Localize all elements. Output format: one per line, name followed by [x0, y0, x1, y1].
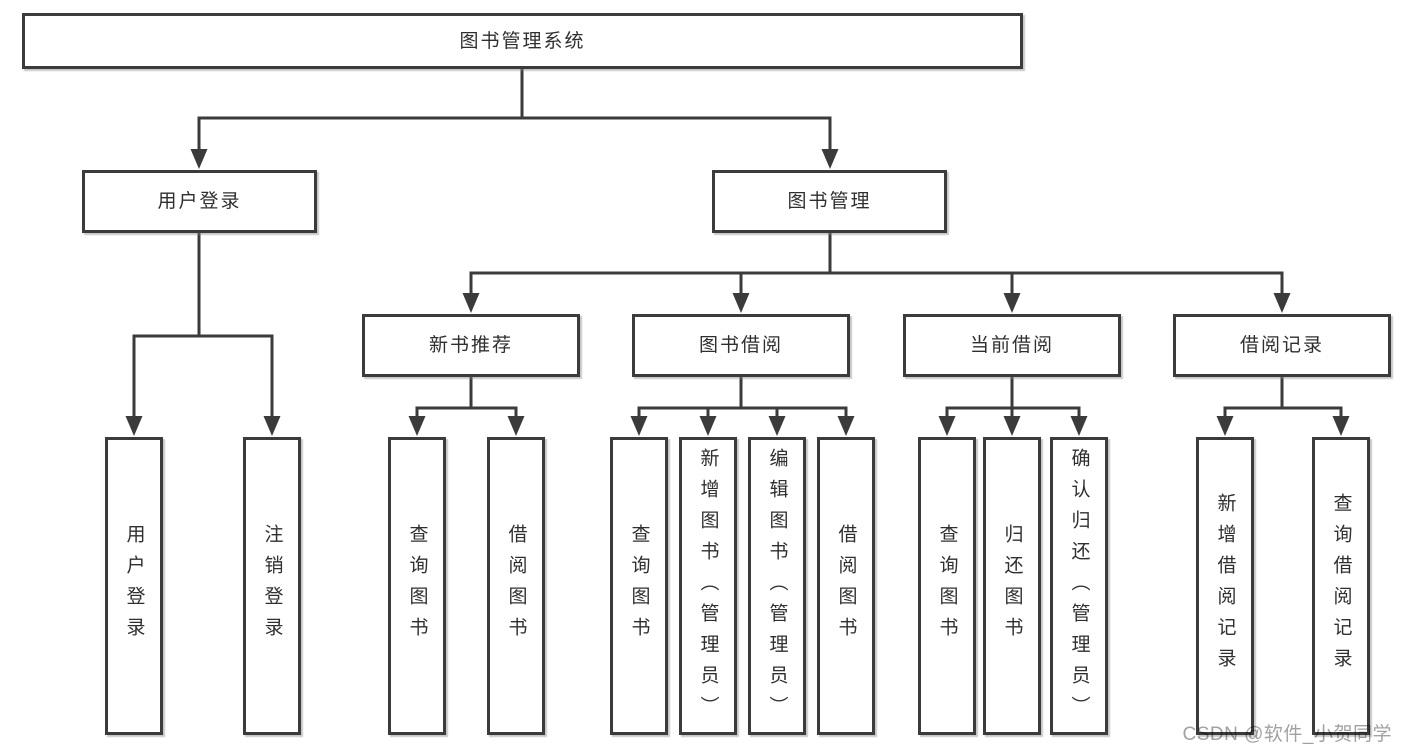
leaf-br-add-record: 新增借阅记录 [1196, 437, 1254, 735]
leaf-user-login: 用户登录 [105, 437, 163, 735]
node-current-borrow: 当前借阅 [903, 314, 1121, 377]
watermark: CSDN @软件_小贺同学 [1182, 724, 1392, 745]
node-root-system: 图书管理系统 [22, 13, 1023, 69]
node-borrow-records: 借阅记录 [1173, 314, 1391, 377]
leaf-nbr-borrow-books: 借阅图书 [487, 437, 545, 735]
leaf-br-query-record: 查询借阅记录 [1312, 437, 1370, 735]
node-book-borrow: 图书借阅 [632, 314, 850, 377]
leaf-bb-edit-books-admin: 编辑图书（管理员） [748, 437, 806, 735]
node-book-management: 图书管理 [712, 170, 947, 233]
leaf-nbr-query-books: 查询图书 [388, 437, 446, 735]
leaf-cb-confirm-return-admin: 确认归还（管理员） [1050, 437, 1108, 735]
leaf-cb-query-books: 查询图书 [918, 437, 976, 735]
leaf-bb-query-books: 查询图书 [610, 437, 668, 735]
node-new-book-recommend: 新书推荐 [362, 314, 580, 377]
leaf-cb-return-books: 归还图书 [983, 437, 1041, 735]
leaf-bb-borrow-books: 借阅图书 [817, 437, 875, 735]
node-user-login: 用户登录 [82, 170, 317, 233]
leaf-logout: 注销登录 [243, 437, 301, 735]
leaf-bb-add-books-admin: 新增图书（管理员） [679, 437, 737, 735]
